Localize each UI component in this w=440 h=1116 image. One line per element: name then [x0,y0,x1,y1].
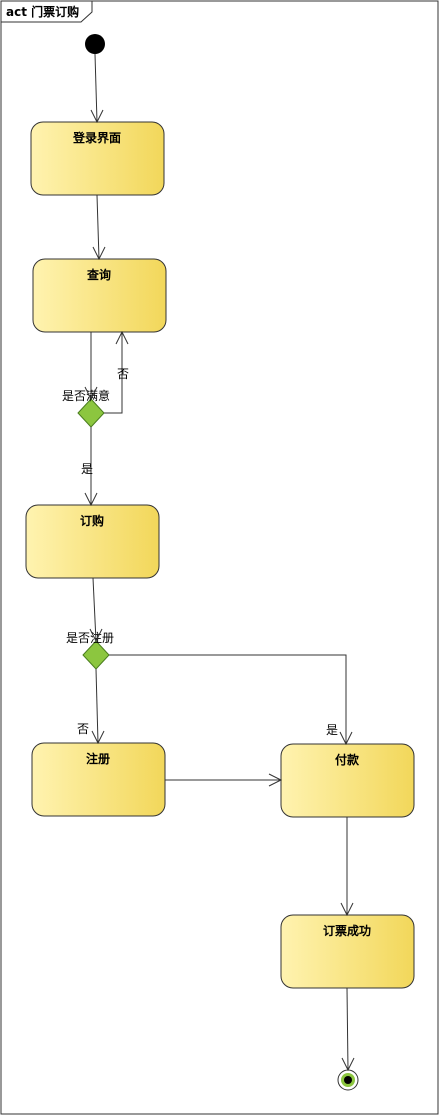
edge-query-decision-arrow [84,386,98,401]
activity-query-label: 查询 [86,267,111,282]
edge-initial-login-arrow [90,109,104,124]
edge-registered-yes-arrow [339,731,353,746]
decision-registered-label: 是否注册 [66,630,114,645]
decision-satisfied[interactable]: 是否满意 [62,388,110,428]
frame-title: act 门票订购 [6,4,79,19]
activity-login[interactable]: 登录界面 [30,121,165,196]
activity-order-box [25,504,160,579]
activity-query[interactable]: 查询 [32,258,167,333]
guard-registered-yes: 是 [326,723,338,737]
final-node [337,1069,359,1091]
activity-order-label: 订购 [80,513,104,528]
edge-initial-login [94,53,98,123]
initial-node [85,34,105,54]
activity-order[interactable]: 订购 [25,504,160,579]
edge-order-decision-arrow [89,628,103,643]
edge-login-query-arrow [92,246,106,261]
final-node-core [344,1076,352,1084]
guard-satisfied-no: 否 [117,367,129,381]
activity-success-label: 订票成功 [323,923,371,938]
activity-pay-label: 付款 [335,752,360,767]
activity-pay[interactable]: 付款 [280,743,415,818]
edge-registered-no [95,668,99,744]
edge-registered-yes [109,654,347,744]
edge-satisfied-no [104,332,123,414]
activity-register[interactable]: 注册 [31,742,166,817]
activity-login-label: 登录界面 [72,130,121,145]
edge-registered-no-arrow [91,730,105,745]
edges [84,53,355,1072]
decision-satisfied-label: 是否满意 [62,388,110,403]
edge-pay-success-arrow [340,902,354,917]
edge-register-pay-arrow [268,773,283,787]
decision-registered[interactable]: 是否注册 [66,630,114,670]
frame-title-tab [0,0,93,23]
activity-register-label: 注册 [86,751,110,766]
edge-satisfied-yes-arrow [84,492,98,507]
edge-success-final-arrow [341,1057,355,1072]
edge-login-query [96,194,100,260]
edge-success-final [346,987,349,1071]
guard-registered-no: 否 [77,722,89,736]
activity-success[interactable]: 订票成功 [280,914,415,989]
edge-satisfied-no-arrow [115,330,129,345]
guard-satisfied-yes: 是 [81,462,93,476]
edge-order-decision [92,577,97,642]
